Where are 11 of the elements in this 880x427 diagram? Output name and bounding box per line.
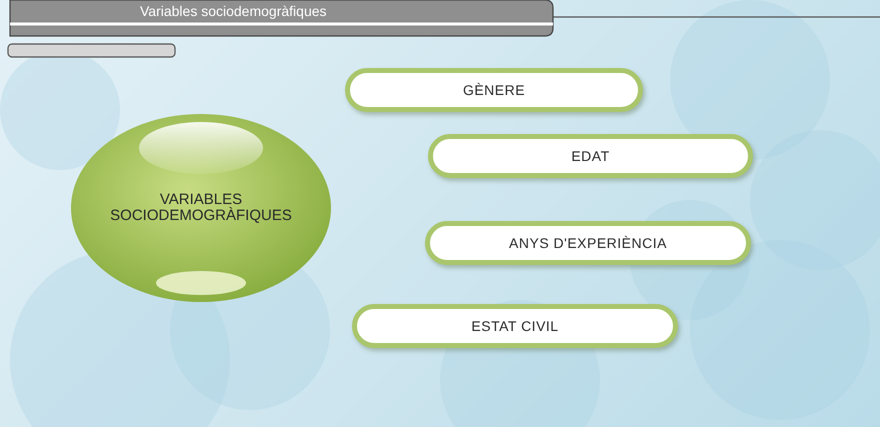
variable-pill [345,68,643,112]
variable-pill [352,304,678,348]
node-label: ESTAT CIVIL [471,318,559,334]
node-label: ANYS D'EXPERIÈNCIA [509,235,667,251]
node-label: GÈNERE [462,82,526,98]
category-circle [70,113,332,303]
node-label: VARIABLES SOCIODEMOGRÀFIQUES [109,192,293,224]
node-label: EDAT [571,148,610,164]
variable-pill [428,134,753,178]
title: Variables sociodemogràfiques [140,3,327,19]
variable-pill [425,221,751,265]
